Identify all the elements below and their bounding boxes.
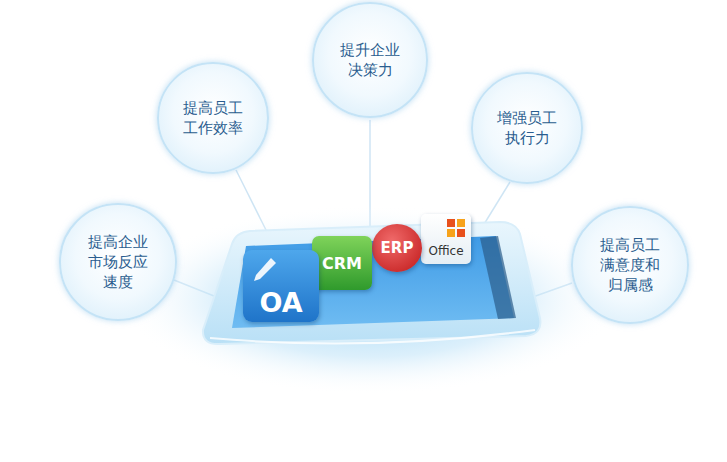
app-name: CRM — [322, 254, 362, 273]
benefit-text: 提高员工 工作效率 — [181, 98, 246, 139]
glow — [120, 205, 620, 395]
app-name: ERP — [381, 239, 414, 257]
phone-body — [203, 222, 541, 344]
benefit-text: 提高企业 市场反应 速度 — [86, 232, 151, 293]
phone-edge — [210, 330, 535, 343]
pen-symbol — [249, 254, 279, 284]
benefit-text: 提升企业 决策力 — [338, 40, 403, 81]
benefit-circle: 提高员工 工作效率 — [157, 62, 269, 174]
app-name: Office — [428, 244, 463, 258]
oa-icon: OA — [243, 250, 319, 322]
erp-icon: ERP — [372, 224, 422, 272]
office-logo — [446, 218, 466, 238]
benefit-circle: 提升企业 决策力 — [312, 2, 428, 118]
benefit-circle: 提高企业 市场反应 速度 — [59, 203, 177, 321]
benefit-circle: 增强员工 执行力 — [471, 72, 583, 184]
benefit-text: 提高员工 满意度和 归属感 — [598, 235, 663, 296]
crm-icon: CRM — [312, 236, 372, 290]
screen-bar — [480, 236, 516, 319]
app-name: OA — [259, 287, 302, 318]
benefit-circle: 提高员工 满意度和 归属感 — [571, 206, 689, 324]
office-icon: Office — [421, 214, 471, 264]
benefit-text: 增强员工 执行力 — [495, 108, 560, 149]
